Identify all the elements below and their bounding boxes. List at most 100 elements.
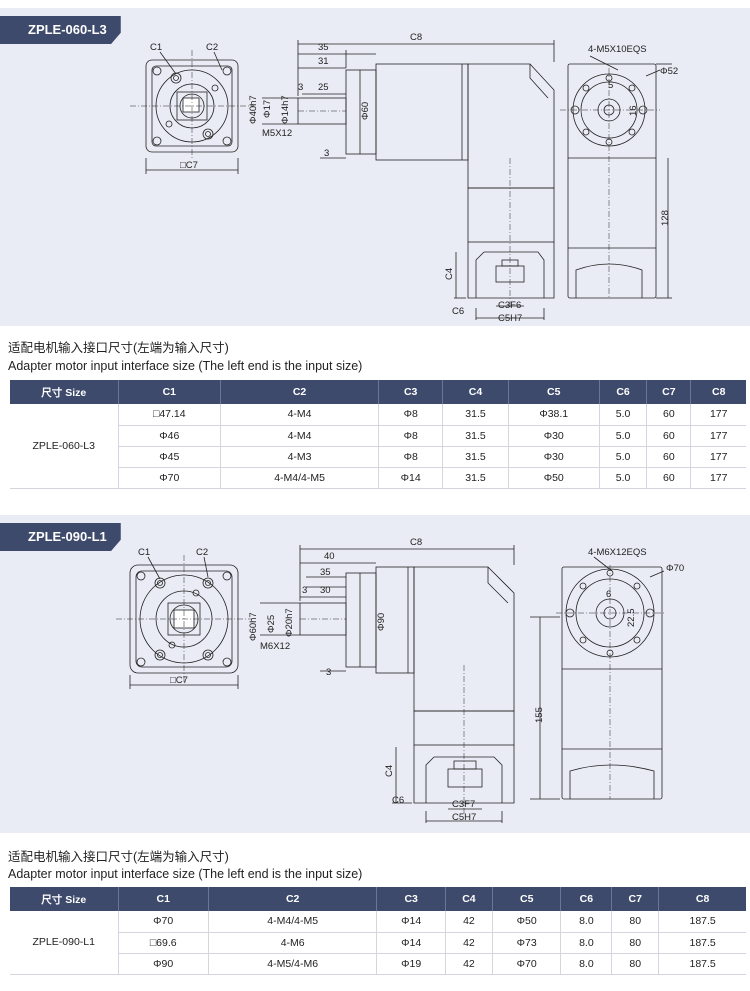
cell: 8.0 — [560, 953, 613, 975]
cell: 187.5 — [658, 911, 746, 933]
cell: 187.5 — [658, 953, 746, 975]
header-c4: C4 — [445, 887, 493, 911]
cell: Φ8 — [378, 425, 444, 447]
cell: 5.0 — [599, 425, 648, 447]
cell: 5.0 — [599, 404, 648, 426]
svg-text:C4: C4 — [384, 765, 395, 777]
cell: 8.0 — [560, 932, 613, 954]
cell: 42 — [445, 911, 493, 933]
svg-text:3: 3 — [302, 585, 307, 596]
svg-text:C2: C2 — [206, 42, 218, 53]
table-row: Φ45 4-M3 Φ8 31.5 Φ30 5.0 60 177 — [10, 446, 746, 468]
svg-text:Φ60h7: Φ60h7 — [248, 612, 259, 641]
header-c8: C8 — [658, 887, 746, 911]
cell: 60 — [646, 425, 692, 447]
svg-text:C1: C1 — [150, 42, 162, 53]
svg-text:□C7: □C7 — [180, 160, 198, 171]
svg-text:□C7: □C7 — [170, 675, 188, 686]
svg-text:5: 5 — [608, 80, 613, 91]
cell: 60 — [646, 404, 692, 426]
cell: 60 — [646, 467, 692, 489]
model-cell: ZPLE-060-L3 — [10, 404, 119, 489]
cell: 4-M3 — [220, 446, 380, 468]
caption-cn-1: 适配电机输入接口尺寸(左端为输入尺寸) — [8, 341, 229, 355]
svg-text:155: 155 — [534, 707, 545, 723]
svg-text:3: 3 — [324, 148, 329, 159]
spec-table-090-l1: 尺寸 Size C1 C2 C3 C4 C5 C6 C7 C8 ZPLE-090… — [10, 887, 746, 975]
cell: 80 — [611, 911, 660, 933]
cell: 60 — [646, 446, 692, 468]
svg-text:C8: C8 — [410, 537, 422, 548]
svg-text:3: 3 — [326, 667, 331, 678]
svg-text:Φ60: Φ60 — [360, 102, 371, 120]
cell: 31.5 — [442, 467, 509, 489]
caption-en-2: Adapter motor input interface size (The … — [8, 867, 363, 881]
table-row: ZPLE-060-L3 □47.14 4-M4 Φ8 31.5 Φ38.1 5.… — [10, 404, 746, 489]
cell: 31.5 — [442, 404, 509, 426]
model-cell: ZPLE-090-L1 — [10, 911, 119, 975]
cell: 4-M4 — [220, 404, 380, 426]
cell: Φ50 — [508, 467, 600, 489]
cell: 8.0 — [560, 911, 613, 933]
cell: 80 — [611, 953, 660, 975]
svg-text:Φ25: Φ25 — [266, 615, 277, 633]
svg-text:3: 3 — [298, 82, 303, 93]
svg-text:M5X12: M5X12 — [262, 128, 292, 139]
table-row: Φ90 4-M5/4-M6 Φ19 42 Φ70 8.0 80 187.5 — [10, 953, 746, 975]
output-end-view: 4-M6X12EQS Φ70 6 22.5 155 — [530, 547, 684, 800]
table-row: Φ70 4-M4/4-M5 Φ14 31.5 Φ50 5.0 60 177 — [10, 467, 746, 489]
svg-text:C3F7: C3F7 — [452, 799, 475, 810]
cell: 177 — [690, 425, 746, 447]
svg-text:C6: C6 — [392, 795, 404, 806]
table-row: ZPLE-090-L1 Φ70 4-M4/4-M5 Φ14 42 Φ50 8.0… — [10, 911, 746, 975]
svg-text:Φ14h7: Φ14h7 — [280, 95, 291, 124]
header-size: 尺寸 Size — [10, 380, 119, 404]
svg-text:M6X12: M6X12 — [260, 641, 290, 652]
cell: 4-M4/4-M5 — [220, 467, 380, 489]
header-c3: C3 — [378, 380, 444, 404]
cell: □47.14 — [118, 404, 222, 426]
header-c7: C7 — [646, 380, 692, 404]
svg-text:Φ52: Φ52 — [660, 66, 678, 77]
cell: Φ30 — [508, 425, 600, 447]
cell: Φ45 — [118, 446, 222, 468]
side-view: C8 40 35 30 3 3 Φ60h7 Φ25 Φ20h7 M6X12 Φ9… — [248, 537, 515, 823]
cell: Φ14 — [376, 932, 446, 954]
svg-text:C5H7: C5H7 — [452, 812, 476, 823]
svg-text:6: 6 — [606, 589, 611, 600]
cell: 4-M5/4-M6 — [208, 953, 378, 975]
model-tag: ZPLE-060-L3 — [0, 16, 121, 44]
svg-text:22.5: 22.5 — [626, 609, 637, 628]
svg-text:C2: C2 — [196, 547, 208, 558]
svg-text:40: 40 — [324, 551, 335, 562]
svg-text:30: 30 — [320, 585, 331, 596]
front-flange-view: C1 C2 □C7 — [130, 42, 254, 174]
cell: Φ73 — [492, 932, 562, 954]
svg-text:35: 35 — [320, 567, 331, 578]
output-end-view: 4-M5X10EQS Φ52 5 16 128 — [560, 44, 678, 299]
cell: Φ46 — [118, 425, 222, 447]
spec-table-060-l3: 尺寸 Size C1 C2 C3 C4 C5 C6 C7 C8 ZPLE-060… — [10, 380, 746, 489]
technical-drawing: C1 C2 □C7 — [130, 32, 678, 324]
cell: Φ70 — [492, 953, 562, 975]
svg-text:Φ17: Φ17 — [262, 100, 273, 118]
svg-text:C1: C1 — [138, 547, 150, 558]
header-c4: C4 — [442, 380, 509, 404]
header-c6: C6 — [560, 887, 613, 911]
technical-drawing: C1 C2 □C7 — [116, 537, 684, 823]
table-header-row: 尺寸 Size C1 C2 C3 C4 C5 C6 C7 C8 — [10, 380, 746, 404]
cell: Φ70 — [118, 467, 222, 489]
svg-text:16: 16 — [628, 105, 639, 116]
cell: 4-M4/4-M5 — [208, 911, 378, 933]
cell: Φ50 — [492, 911, 562, 933]
cell: 177 — [690, 404, 746, 426]
cell: 42 — [445, 953, 493, 975]
cell: Φ14 — [376, 911, 446, 933]
svg-text:C3F6: C3F6 — [498, 300, 521, 311]
drawing-panel-090-l1: ZPLE-090-L1 C1 C2 □C7 — [0, 515, 750, 833]
svg-text:4-M6X12EQS: 4-M6X12EQS — [588, 547, 647, 558]
header-c7: C7 — [611, 887, 660, 911]
cell: 4-M4 — [220, 425, 380, 447]
cell: 31.5 — [442, 425, 509, 447]
header-size: 尺寸 Size — [10, 887, 119, 911]
